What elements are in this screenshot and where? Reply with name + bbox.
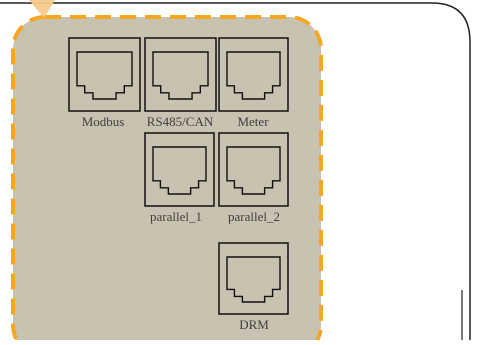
port-frame [218, 132, 289, 207]
port-label-drm: DRM [239, 317, 269, 332]
rj45-port-icon [152, 51, 209, 100]
ports-panel [11, 15, 323, 345]
rj45-port-icon [152, 146, 207, 195]
port-frame [144, 132, 215, 207]
port-parallel-2 [218, 132, 289, 207]
port-meter [218, 37, 289, 112]
port-frame [68, 37, 141, 112]
port-label-parallel-2: parallel_2 [228, 209, 280, 224]
port-rs485-can [144, 37, 217, 112]
rj45-port-icon [226, 51, 281, 100]
rj45-port-icon [226, 256, 281, 303]
port-frame [218, 37, 289, 112]
port-label-rs485-can: RS485/CAN [146, 114, 214, 129]
port-label-parallel-1: parallel_1 [150, 209, 202, 224]
port-frame [144, 37, 217, 112]
rj45-port-icon [226, 146, 281, 195]
ports-layer [68, 37, 289, 315]
device-enclosure-outline [0, 2, 471, 340]
port-label-meter: Meter [237, 114, 269, 129]
rj45-port-icon [76, 51, 133, 100]
port-parallel-1 [144, 132, 215, 207]
port-label-modbus: Modbus [81, 114, 125, 129]
port-modbus [68, 37, 141, 112]
callout-pointer [29, 0, 55, 18]
port-frame [218, 242, 289, 315]
port-drm [218, 242, 289, 315]
